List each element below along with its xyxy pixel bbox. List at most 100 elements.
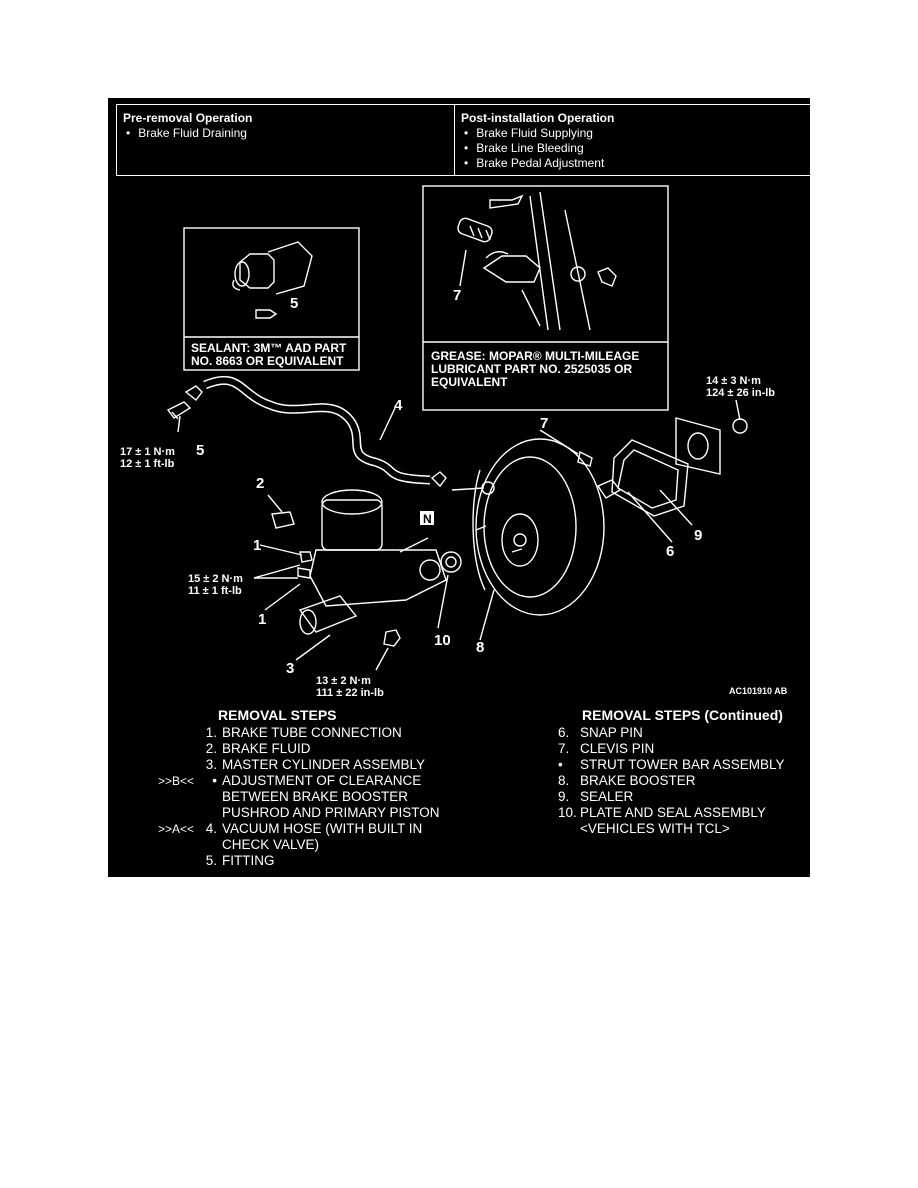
fitting-detail-drawing (232, 241, 313, 319)
removal-step-row: 1.BRAKE TUBE CONNECTION (144, 725, 440, 741)
step-text: PUSHROD AND PRIMARY PISTON (222, 805, 440, 820)
pre-removal-item: Brake Fluid Draining (123, 126, 448, 141)
removal-step-row: 9. SEALER (558, 789, 785, 805)
step-number: 3. (205, 757, 217, 772)
part-number-label: 3 (286, 660, 294, 677)
figure-code: AC101910 AB (729, 686, 788, 696)
removal-steps-title: REMOVAL STEPS (218, 707, 337, 723)
vacuum-hose-drawing (184, 375, 447, 488)
n-mark-badge: N (420, 511, 434, 526)
sealant-callout-line: NO. 8663 OR EQUIVALENT (191, 354, 344, 368)
step-text: <VEHICLES WITH TCL> (580, 821, 730, 836)
master-cylinder-drawing (271, 489, 447, 647)
step-number: • (212, 773, 217, 788)
removal-steps-continued-list: REMOVAL STEPS (Continued) 6. SNAP PIN 7. C… (558, 707, 785, 837)
grease-inset-box (422, 185, 669, 411)
clevis-detail-drawing (457, 191, 617, 331)
removal-step-row: CHECK VALVE) (144, 837, 440, 853)
post-installation-title: Post-installation Operation (461, 111, 615, 125)
pre-removal-title: Pre-removal Operation (123, 111, 253, 125)
step-number: 6. (558, 725, 570, 740)
removal-step-row: 7. CLEVIS PIN (558, 741, 785, 757)
step-number (202, 837, 222, 853)
step-number (202, 805, 222, 821)
removal-step-row: 6. SNAP PIN (558, 725, 785, 741)
torque-fitting-ftlb: 12 ± 1 ft-lb (120, 458, 175, 470)
step-number: 7. (558, 741, 570, 756)
step-number: 8. (558, 773, 570, 788)
step-prefix (144, 757, 202, 773)
grease-callout-line: EQUIVALENT (431, 375, 508, 389)
step-text: CLEVIS PIN (580, 741, 655, 756)
torque-tube-nm: 15 ± 2 N·m (188, 573, 243, 585)
step-number: 4. (205, 821, 217, 836)
step-text: FITTING (222, 853, 275, 868)
step-prefix (144, 725, 202, 741)
torque-plate-nm: 14 ± 3 N·m (706, 375, 761, 387)
step-text: BRAKE FLUID (222, 741, 311, 756)
part-number-label: 7 (453, 287, 461, 304)
step-number: 10. (558, 805, 577, 820)
step-prefix (144, 789, 202, 805)
step-prefix (144, 805, 202, 821)
step-text: BRAKE BOOSTER (580, 773, 696, 788)
step-prefix: >>A<< (157, 822, 194, 836)
torque-tube-ftlb: 11 ± 1 ft-lb (188, 585, 242, 597)
part-number-label: 7 (540, 415, 548, 432)
torque-nut-nm: 13 ± 2 N·m (316, 675, 371, 687)
fitting-part-drawing (166, 401, 192, 420)
removal-step-row: PUSHROD AND PRIMARY PISTON (144, 805, 440, 821)
part-number-label: 5 (196, 442, 204, 459)
step-text: MASTER CYLINDER ASSEMBLY (222, 757, 426, 772)
removal-step-row: <VEHICLES WITH TCL> (558, 821, 785, 837)
grease-callout-line: GREASE: MOPAR® MULTI-MILEAGE (431, 349, 639, 363)
step-number (558, 821, 580, 837)
step-text: PLATE AND SEAL ASSEMBLY (580, 805, 766, 820)
torque-plate-inlb: 124 ± 26 in-lb (706, 387, 775, 399)
post-installation-item: Brake Pedal Adjustment (461, 156, 815, 171)
post-installation-column: Post-installation Operation Brake Fluid … (455, 105, 821, 175)
step-number: • (558, 757, 563, 772)
step-number: 2. (205, 741, 217, 756)
plate-seal-drawing (440, 417, 748, 573)
part-number-label: 1 (253, 537, 261, 554)
step-text: ADJUSTMENT OF CLEARANCE (222, 773, 422, 788)
torque-nut-inlb: 111 ± 22 in-lb (316, 687, 384, 699)
removal-step-row: 2. BRAKE FLUID (144, 741, 440, 757)
operation-header: Pre-removal Operation Brake Fluid Draini… (116, 104, 820, 176)
part-number-label: 8 (476, 639, 484, 656)
removal-steps-continued-title: REMOVAL STEPS (Continued) (582, 707, 783, 723)
sealant-callout-line: SEALANT: 3M™ AAD PART (191, 341, 347, 355)
torque-fitting-nm: 17 ± 1 N·m (120, 446, 175, 458)
step-text: SEALER (580, 789, 634, 804)
brake-booster-drawing (451, 438, 622, 616)
part-number-label: 2 (256, 475, 264, 492)
part-number-label: 10 (434, 632, 451, 649)
removal-step-row: 10.PLATE AND SEAL ASSEMBLY (558, 805, 785, 821)
step-prefix: >>B<< (157, 774, 194, 788)
removal-step-row: 8. BRAKE BOOSTER (558, 773, 785, 789)
step-prefix (144, 837, 202, 853)
removal-steps-list: REMOVAL STEPS 1.BRAKE TUBE CONNECTION 2.… (144, 707, 440, 869)
step-text: BETWEEN BRAKE BOOSTER (222, 789, 409, 804)
removal-step-row: 3. MASTER CYLINDER ASSEMBLY (144, 757, 440, 773)
step-number: 9. (558, 789, 570, 804)
part-number-label: 9 (694, 527, 702, 544)
step-prefix (144, 853, 202, 869)
step-text: CHECK VALVE) (222, 837, 320, 852)
pre-removal-column: Pre-removal Operation Brake Fluid Draini… (117, 105, 455, 175)
step-text: VACUUM HOSE (WITH BUILT IN (222, 821, 423, 836)
post-installation-item: Brake Fluid Supplying (461, 126, 815, 141)
n-mark-text: N (423, 512, 432, 526)
removal-step-row: >>B<< • ADJUSTMENT OF CLEARANCE (144, 773, 440, 789)
part-number-label: 6 (666, 543, 674, 560)
part-number-label: 1 (258, 611, 266, 628)
removal-step-row: >>A<< 4. VACUUM HOSE (WITH BUILT IN (144, 821, 440, 837)
step-text: BRAKE TUBE CONNECTION (222, 725, 402, 740)
part-number-label: 4 (394, 397, 403, 414)
removal-step-row: •STRUT TOWER BAR ASSEMBLY (558, 757, 785, 773)
sealant-inset-box (183, 227, 360, 371)
step-text: SNAP PIN (580, 725, 643, 740)
grease-callout-line: LUBRICANT PART NO. 2525035 OR (431, 362, 632, 376)
step-number: 5. (205, 853, 217, 868)
